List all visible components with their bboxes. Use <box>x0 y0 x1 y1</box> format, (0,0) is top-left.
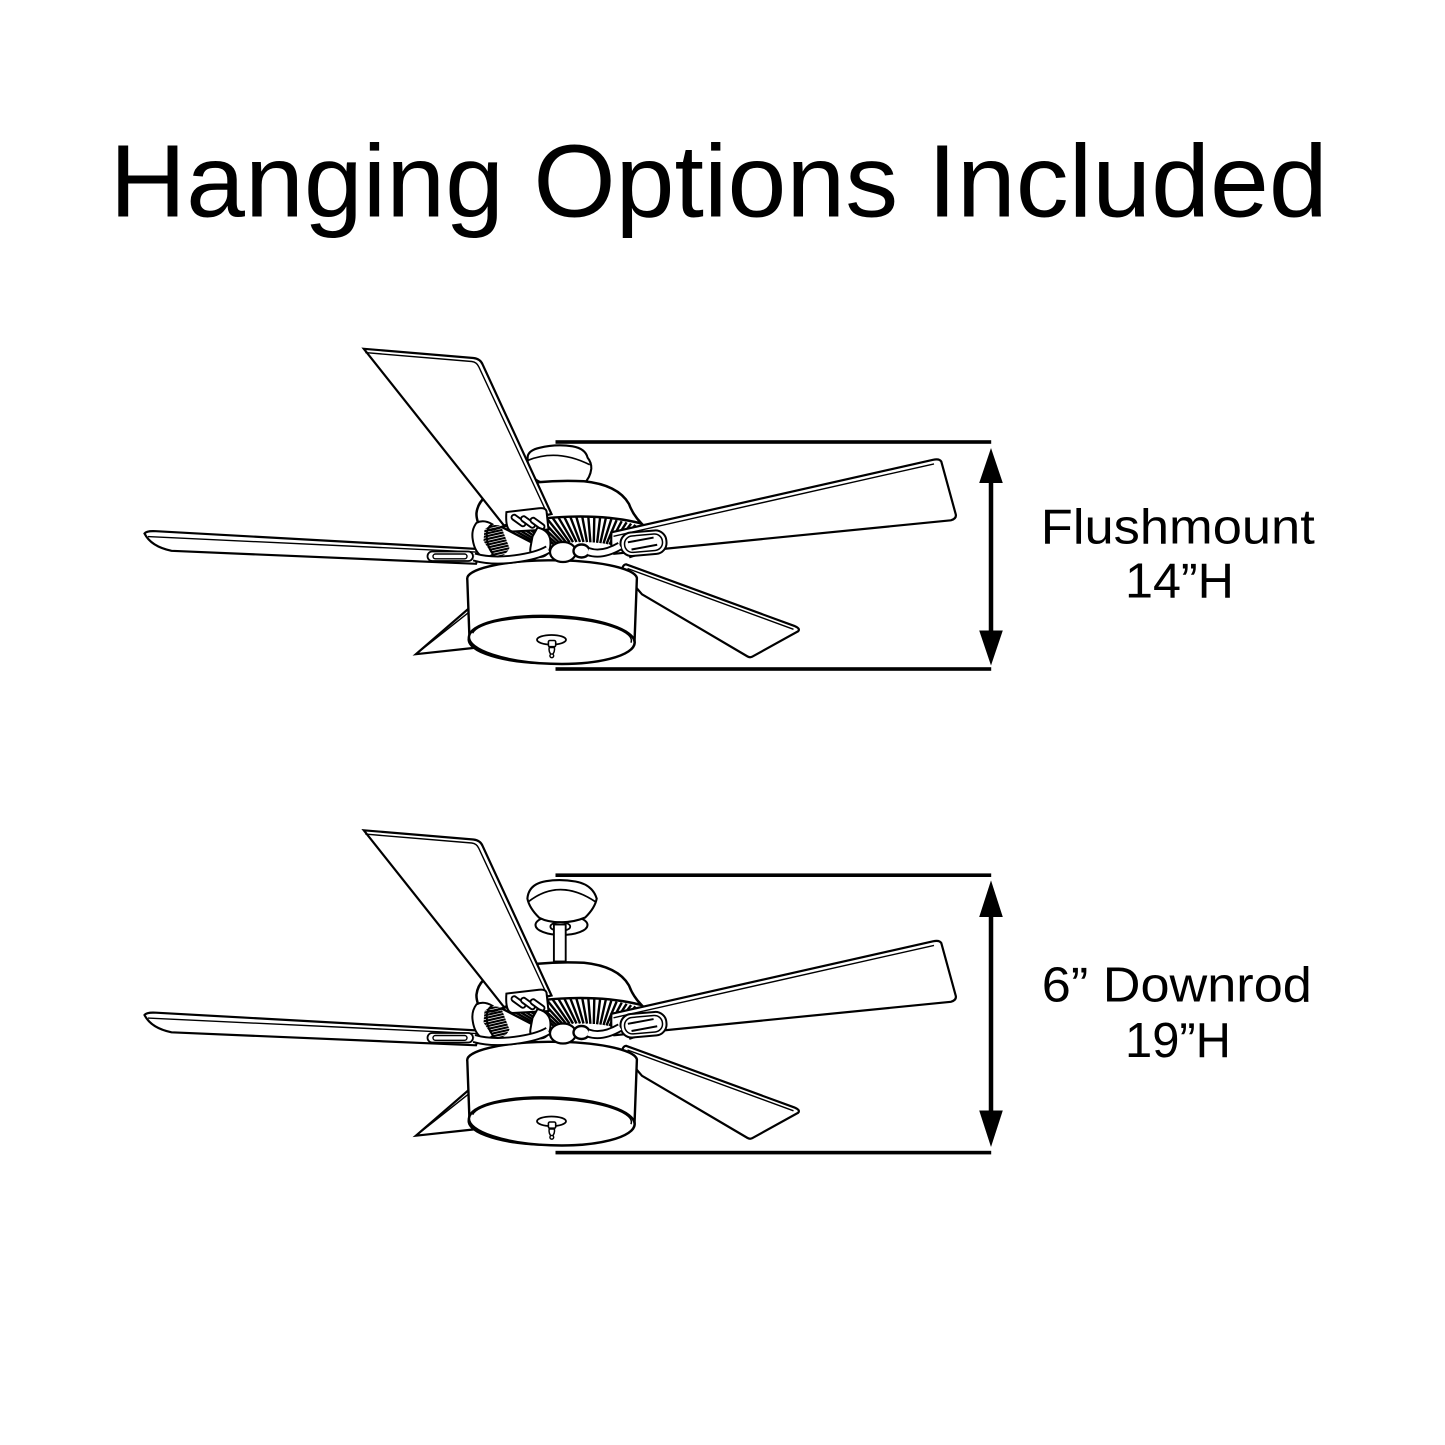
svg-text:6” Downrod: 6” Downrod <box>1042 959 1312 1013</box>
svg-text:14”H: 14”H <box>1125 555 1234 609</box>
svg-text:19”H: 19”H <box>1125 1014 1231 1068</box>
svg-text:Hanging Options Included: Hanging Options Included <box>110 124 1328 239</box>
svg-text:Flushmount: Flushmount <box>1041 501 1315 555</box>
